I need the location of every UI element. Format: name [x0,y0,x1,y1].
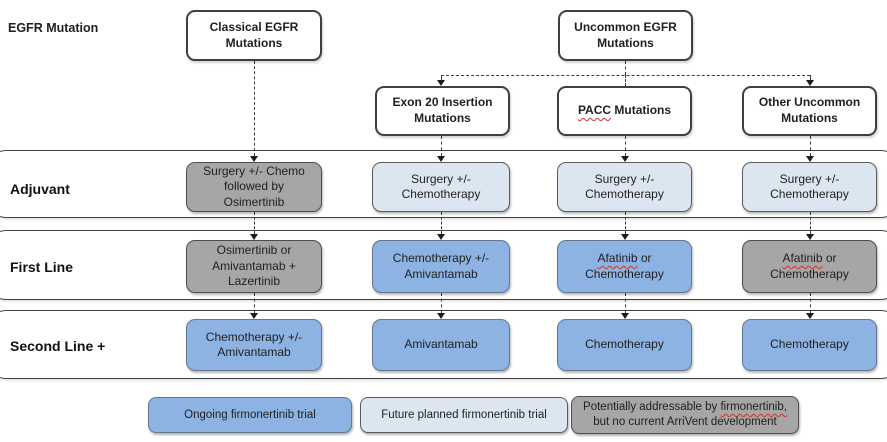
cell-label: Surgery +/- Chemotherapy [770,171,849,201]
connector-pacc-to-adjuvant [625,136,626,156]
legend-label: Potentially addressable by firmonertinib… [583,401,787,428]
cell-secondline-exon20: Amivantamab [372,319,510,371]
connector-uncommon-stem [625,61,626,75]
connector-exon20-to-adjuvant [441,136,442,156]
node-label: Classical EGFR Mutations [209,19,299,50]
arrowhead-icon [621,234,629,240]
cell-label: Afatinib or Chemotherapy [585,251,664,281]
cell-label: Chemotherapy +/- Amivantamab [205,329,303,359]
cell-adjuvant-other: Surgery +/- Chemotherapy [742,162,877,212]
legend-ongoing-trial: Ongoing firmonertinib trial [148,397,352,433]
misspelled-word: PACC [577,103,612,118]
connector-adjuvant-to-firstline-pacc [625,212,626,234]
second-line-row-label: Second Line + [10,338,106,354]
misspelled-word: firmonertinib, [720,401,787,414]
cell-label: Amivantamab [404,337,478,352]
arrowhead-icon [250,234,258,240]
node-classical-egfr-mutations: Classical EGFR Mutations [186,10,322,61]
connector-branch-other [810,75,811,80]
cell-label: Osimertinib or Amivantamab + Lazertinib [212,243,296,289]
connector-branch-exon20 [441,75,442,80]
cell-label: Afatinib or Chemotherapy [770,251,849,281]
connector-firstline-to-secondline-exon20 [441,293,442,313]
cell-label: Chemotherapy +/- Amivantamab [392,251,490,281]
node-label: Other Uncommon Mutations [758,95,861,125]
cell-label: Chemotherapy [770,337,849,352]
cell-firstline-pacc: Afatinib or Chemotherapy [557,240,692,293]
cell-label: Chemotherapy [585,337,664,352]
cell-secondline-other: Chemotherapy [742,319,877,371]
egfr-mutation-label: EGFR Mutation [8,21,99,35]
arrowhead-icon [437,234,445,240]
misspelled-word: Afatinib [597,251,638,266]
legend-label: Future planned firmonertinib trial [381,408,547,421]
connector-firstline-to-secondline-classical [254,293,255,313]
adjuvant-row-label: Adjuvant [10,181,70,197]
arrowhead-icon [250,156,258,162]
arrowhead-icon [806,80,814,86]
node-exon20-insertion-mutations: Exon 20 Insertion Mutations [375,86,510,136]
arrowhead-icon [621,313,629,319]
misspelled-word: Afatinib [782,251,823,266]
cell-secondline-pacc: Chemotherapy [557,319,692,371]
connector-adjuvant-to-firstline-other [810,212,811,234]
arrowhead-icon [437,156,445,162]
connector-branch-pacc [625,75,626,86]
cell-adjuvant-classical: Surgery +/- Chemo followed by Osimertini… [186,162,322,212]
node-label: Exon 20 Insertion Mutations [392,95,493,125]
node-uncommon-egfr-mutations: Uncommon EGFR Mutations [558,10,693,61]
cell-secondline-classical: Chemotherapy +/- Amivantamab [186,319,322,371]
cell-firstline-classical: Osimertinib or Amivantamab + Lazertinib [186,240,322,293]
cell-label: Surgery +/- Chemotherapy [585,171,664,201]
arrowhead-icon [437,313,445,319]
cell-label: Surgery +/- Chemo followed by Osimertini… [203,163,305,209]
node-pacc-mutations: PACC Mutations [557,86,692,136]
cell-adjuvant-exon20: Surgery +/- Chemotherapy [372,162,510,212]
first-line-row-label: First Line [10,259,74,275]
arrowhead-icon [250,313,258,319]
node-label: PACC Mutations [577,103,672,118]
connector-other-to-adjuvant [810,136,811,156]
node-label: Uncommon EGFR Mutations [574,19,677,50]
legend-future-planned-trial: Future planned firmonertinib trial [360,397,568,433]
legend-no-current-development: Potentially addressable by firmonertinib… [571,396,799,434]
cell-adjuvant-pacc: Surgery +/- Chemotherapy [557,162,692,212]
arrowhead-icon [437,80,445,86]
legend-label: Ongoing firmonertinib trial [184,408,316,421]
cell-firstline-exon20: Chemotherapy +/- Amivantamab [372,240,510,293]
connector-adjuvant-to-firstline-classical [254,212,255,234]
arrowhead-icon [806,234,814,240]
cell-firstline-other: Afatinib or Chemotherapy [742,240,877,293]
connector-firstline-to-secondline-other [810,293,811,313]
arrowhead-icon [806,156,814,162]
cell-label: Surgery +/- Chemotherapy [401,171,481,201]
connector-adjuvant-to-firstline-exon20 [441,212,442,234]
arrowhead-icon [806,313,814,319]
connector-classical-to-adjuvant [254,61,255,156]
node-other-uncommon-mutations: Other Uncommon Mutations [742,86,877,136]
arrowhead-icon [621,156,629,162]
connector-firstline-to-secondline-pacc [625,293,626,313]
